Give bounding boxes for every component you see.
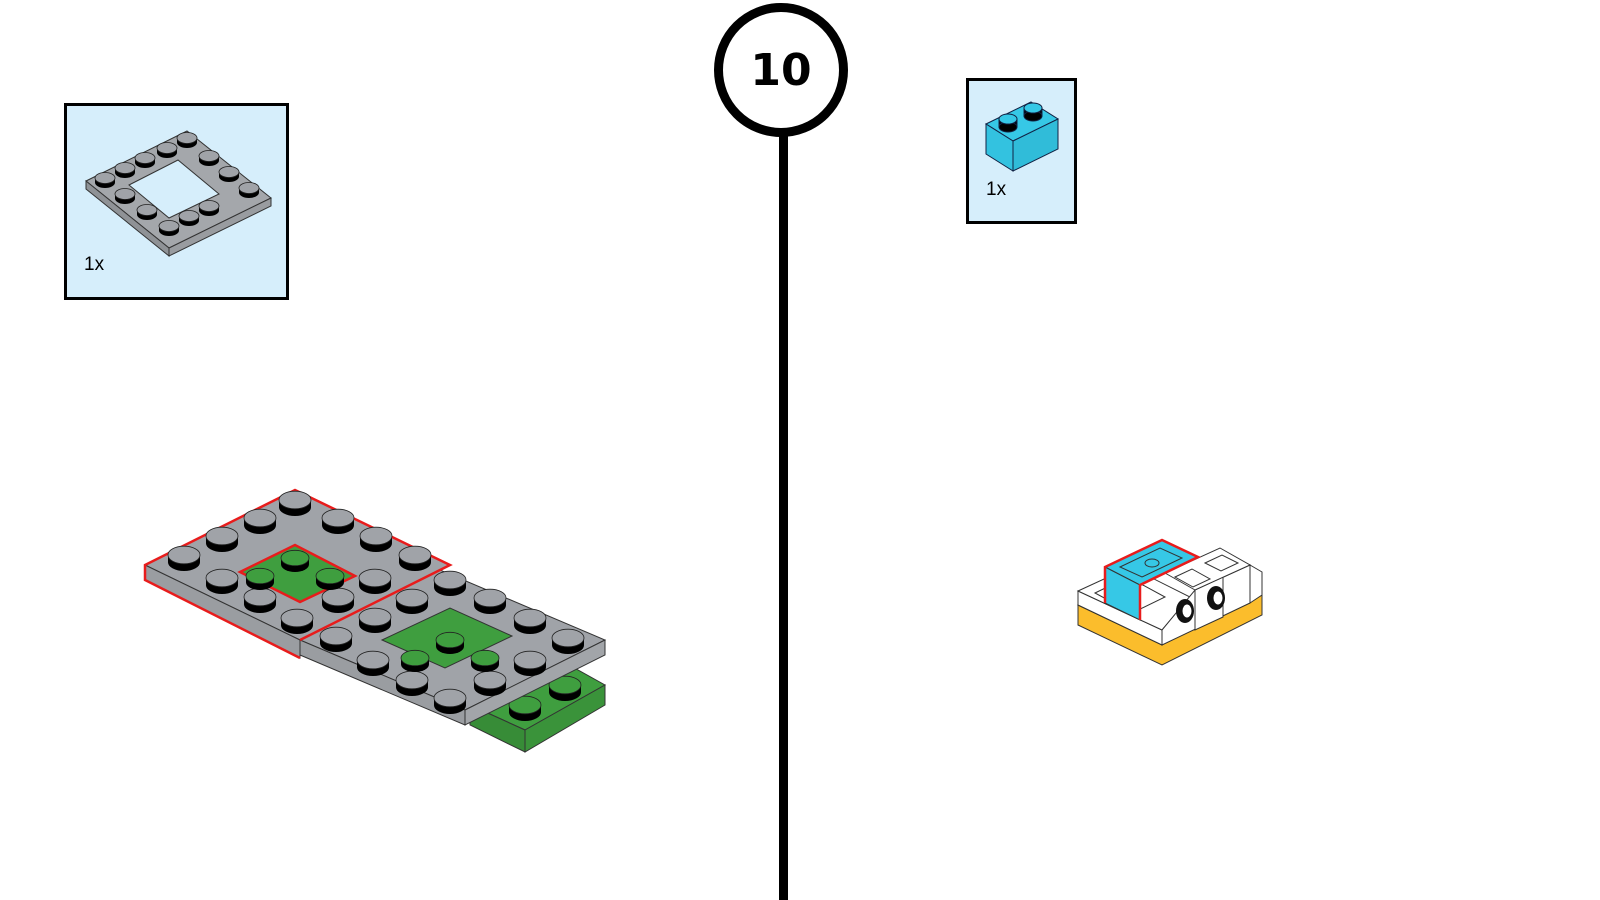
stud [198, 200, 220, 216]
green-stud [435, 631, 465, 654]
gray-stud [358, 607, 392, 633]
step-number-badge: 10 [714, 3, 848, 137]
gray-stud [278, 490, 312, 516]
frame-plate-icon [85, 130, 272, 258]
green-stud [508, 695, 542, 721]
stud [218, 166, 240, 182]
green-stud [245, 567, 275, 590]
green-stud [400, 649, 430, 672]
stud [176, 132, 198, 148]
gray-stud [398, 545, 432, 571]
gray-stud [395, 670, 429, 696]
gray-stud [205, 526, 239, 552]
gray-stud [359, 526, 393, 552]
gray-stud [513, 650, 547, 676]
stud [156, 142, 178, 158]
part-quantity-left: 1x [84, 254, 105, 275]
gray-stud [319, 626, 353, 652]
gray-stud [513, 608, 547, 634]
step-divider-line [779, 132, 788, 900]
assembly-left-illustration [143, 488, 607, 753]
gray-stud [280, 608, 314, 634]
stud [136, 204, 158, 220]
gray-stud [243, 587, 277, 613]
green-stud [548, 675, 582, 701]
highlighted-azure-brick [1103, 538, 1201, 621]
gray-stud [243, 508, 277, 534]
stud [114, 162, 136, 178]
brick-1x2-icon [984, 101, 1060, 172]
gray-stud [551, 628, 585, 654]
gray-stud [473, 670, 507, 696]
stud [238, 182, 260, 198]
green-stud [315, 567, 345, 590]
stud [114, 188, 136, 204]
assembly-right-illustration [1076, 538, 1263, 666]
gray-stud [356, 650, 390, 676]
gray-stud [321, 508, 355, 534]
stud [94, 172, 116, 188]
stud [158, 220, 180, 236]
gray-stud [473, 588, 507, 614]
stud [198, 150, 220, 166]
step-number: 10 [750, 44, 812, 96]
part-quantity-right: 1x [986, 179, 1007, 200]
green-stud [470, 649, 500, 672]
stud [134, 152, 156, 168]
gray-stud [433, 688, 467, 714]
gray-stud [205, 568, 239, 594]
parts-callout-left: 1x [64, 103, 289, 300]
gray-stud [167, 545, 201, 571]
gray-stud [395, 588, 429, 614]
gray-stud [433, 570, 467, 596]
frame-plate-studs [94, 132, 260, 236]
green-stud [280, 549, 310, 572]
stud [178, 210, 200, 226]
gray-stud [358, 568, 392, 594]
parts-callout-right: 1x [966, 78, 1077, 224]
gray-stud [321, 587, 355, 613]
